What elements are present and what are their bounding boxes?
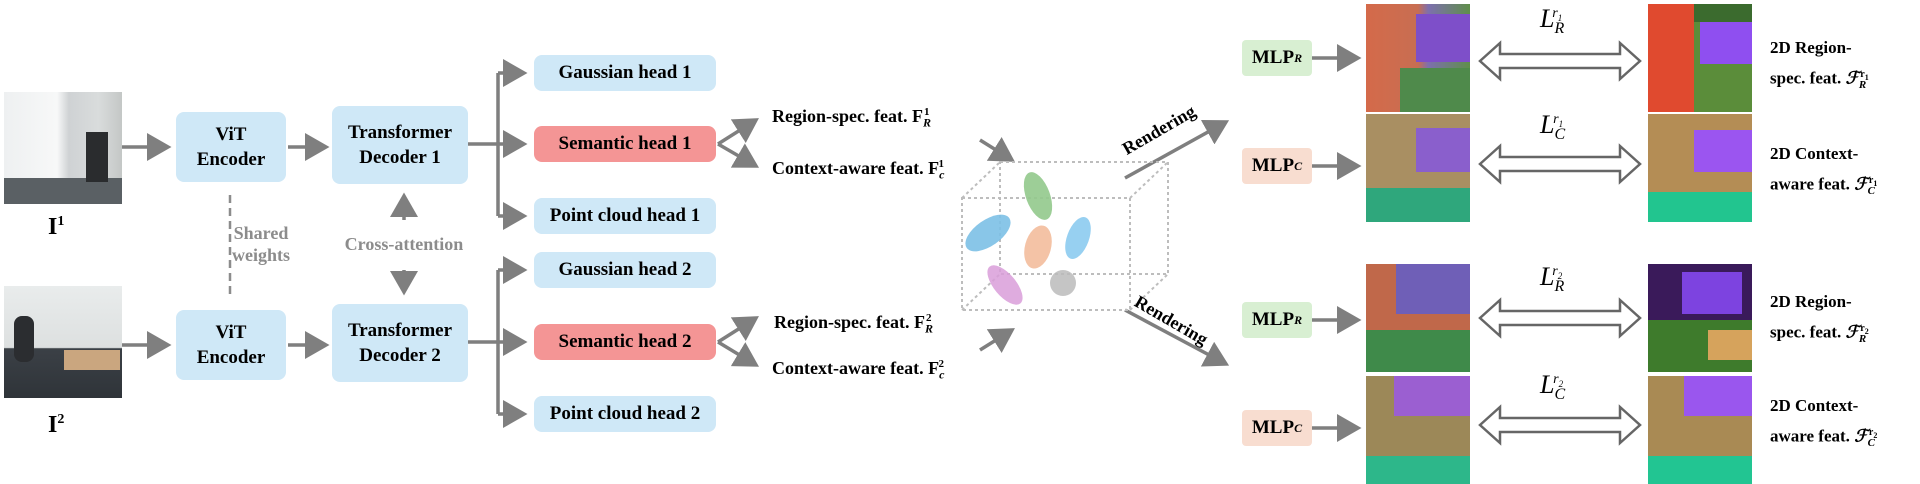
rendered-context-1 [1366,114,1470,222]
loss-context-2: LCr2 [1540,370,1566,404]
semantic-head-2: Semantic head 2 [534,324,716,360]
input-image-2 [4,286,122,398]
gaussian-head-2: Gaussian head 2 [534,252,716,288]
point-cloud-head-1: Point cloud head 1 [534,198,716,234]
output-region-label-1: 2D Region- spec. feat. ℱRr1 [1770,38,1869,92]
input-image-2-label: I2 [48,412,65,438]
context-feature-2: Context-aware feat. Fc2 [772,358,945,382]
cross-attention-label: Cross-attention [344,234,464,254]
output-context-label-1: 2D Context- aware feat. ℱCr1 [1770,144,1878,198]
point-cloud-head-2: Point cloud head 2 [534,396,716,432]
loss-region-1: LRr1 [1540,4,1565,38]
target-context-1 [1648,114,1752,222]
rendered-region-1 [1366,4,1470,112]
target-region-2 [1648,264,1752,372]
rendered-context-2 [1366,376,1470,484]
region-feature-2: Region-spec. feat. FR2 [774,312,933,336]
input-image-1 [4,92,122,204]
rendered-region-2 [1366,264,1470,372]
target-context-2 [1648,376,1752,484]
semantic-head-1: Semantic head 1 [534,126,716,162]
loss-context-1: LCr1 [1540,110,1566,144]
loss-region-2: LRr2 [1540,262,1565,296]
input-image-1-label: I1 [48,214,65,240]
region-feature-1: Region-spec. feat. FR1 [772,106,931,130]
output-context-label-2: 2D Context- aware feat. ℱCr2 [1770,396,1878,450]
gaussian-head-1: Gaussian head 1 [534,55,716,91]
output-region-label-2: 2D Region- spec. feat. ℱRr2 [1770,292,1869,346]
context-feature-1: Context-aware feat. Fc1 [772,158,945,182]
target-region-1 [1648,4,1752,112]
gaussian-ellipsoids [965,172,1091,305]
